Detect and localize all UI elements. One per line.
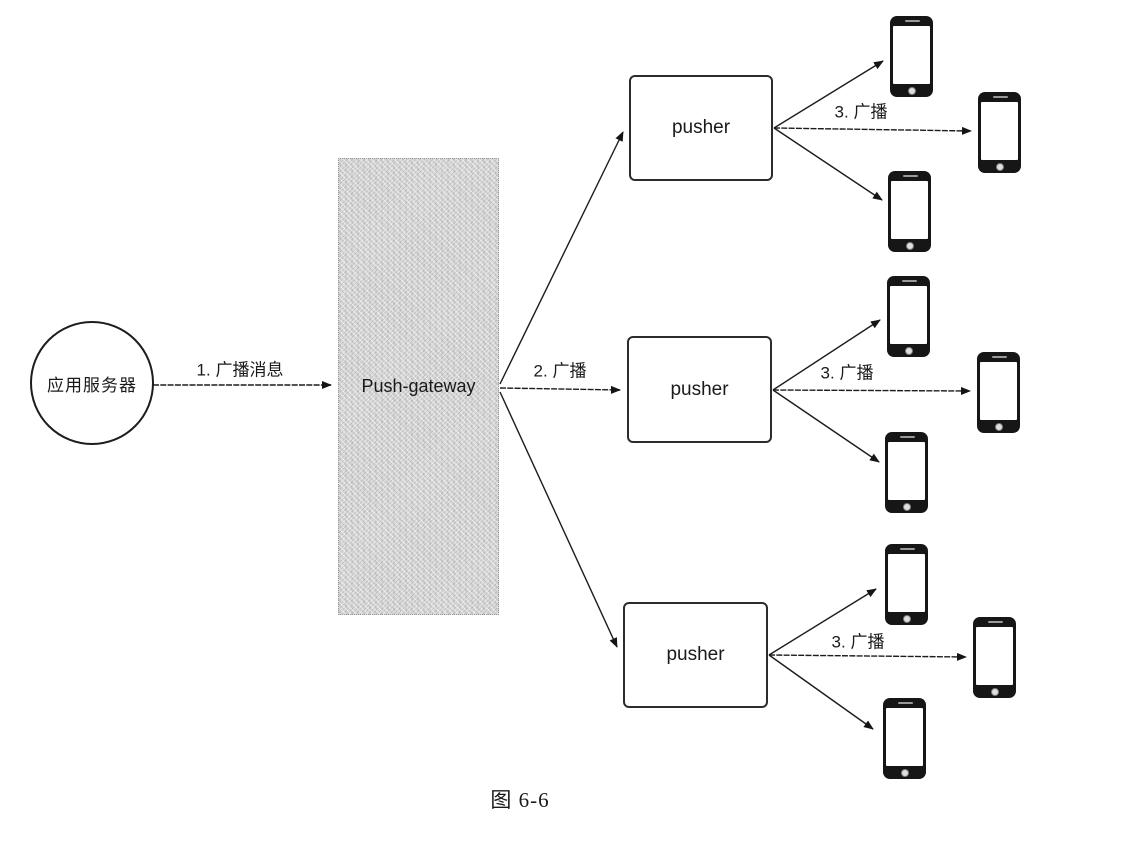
phone-home-button xyxy=(902,503,911,511)
smartphone-icon xyxy=(883,698,926,779)
edge-pusher3-phone3 xyxy=(768,654,874,730)
edge-pusher3-phone2 xyxy=(768,652,967,661)
app-server-label: 应用服务器 xyxy=(47,375,137,395)
edge-gateway-pusher2 xyxy=(499,385,621,394)
pusher-node-3: pusher xyxy=(623,602,768,708)
pusher-label: pusher xyxy=(671,117,731,138)
edge-pusher1-phone1 xyxy=(773,60,884,129)
phone-speaker xyxy=(899,548,915,550)
phone-home-button xyxy=(995,163,1004,171)
edge-pusher2-phone2 xyxy=(772,386,971,395)
phone-speaker xyxy=(904,20,920,22)
phone-speaker xyxy=(902,175,918,177)
smartphone-icon xyxy=(973,617,1016,698)
edge-label-step3-row1: 3. 广播 xyxy=(834,102,888,122)
phone-screen xyxy=(976,627,1013,685)
phone-screen xyxy=(888,554,925,612)
edge-label-step3-row2: 3. 广播 xyxy=(820,363,874,383)
phone-speaker xyxy=(991,356,1007,358)
smartphone-icon xyxy=(887,276,930,357)
phone-home-button xyxy=(907,87,916,95)
app-server-node: 应用服务器 xyxy=(30,321,154,445)
pusher-node-1: pusher xyxy=(629,75,773,181)
phone-speaker xyxy=(987,621,1003,623)
edge-gateway-pusher3 xyxy=(499,391,618,648)
phone-home-button xyxy=(994,423,1003,431)
phone-screen xyxy=(888,442,925,500)
figure-caption: 图 6-6 xyxy=(490,788,550,812)
edge-pusher3-phone1 xyxy=(768,588,877,656)
smartphone-icon xyxy=(885,544,928,625)
pusher-label: pusher xyxy=(670,378,729,400)
phone-speaker xyxy=(901,280,917,282)
push-gateway-label: Push-gateway xyxy=(361,376,476,396)
smartphone-icon xyxy=(890,16,933,97)
pusher-node-2: pusher xyxy=(627,336,772,443)
edge-pusher2-phone3 xyxy=(772,389,880,463)
phone-speaker xyxy=(992,96,1008,98)
phone-screen xyxy=(891,181,928,239)
phone-screen xyxy=(890,286,927,344)
phone-speaker xyxy=(897,702,913,704)
edge-pusher1-phone2 xyxy=(773,126,972,135)
edge-label-step1: 1. 广播消息 xyxy=(196,360,284,380)
smartphone-icon xyxy=(885,432,928,513)
phone-screen xyxy=(981,102,1018,160)
edge-pusher1-phone3 xyxy=(773,127,883,201)
phone-home-button xyxy=(902,615,911,623)
phone-home-button xyxy=(904,347,913,355)
edge-label-step3-row3: 3. 广播 xyxy=(831,632,885,652)
phone-home-button xyxy=(990,688,999,696)
phone-screen xyxy=(886,708,923,766)
phone-speaker xyxy=(899,436,915,438)
phone-screen xyxy=(893,26,930,84)
phone-home-button xyxy=(905,242,914,250)
edge-pusher2-phone1 xyxy=(772,319,881,391)
smartphone-icon xyxy=(977,352,1020,433)
edge-label-step2: 2. 广播 xyxy=(533,361,587,381)
pusher-label: pusher xyxy=(666,644,725,665)
smartphone-icon xyxy=(888,171,931,252)
phone-home-button xyxy=(900,769,909,777)
push-gateway-node: Push-gateway xyxy=(338,158,499,615)
phone-screen xyxy=(980,362,1017,420)
smartphone-icon xyxy=(978,92,1021,173)
edge-gateway-pusher1 xyxy=(499,131,624,385)
